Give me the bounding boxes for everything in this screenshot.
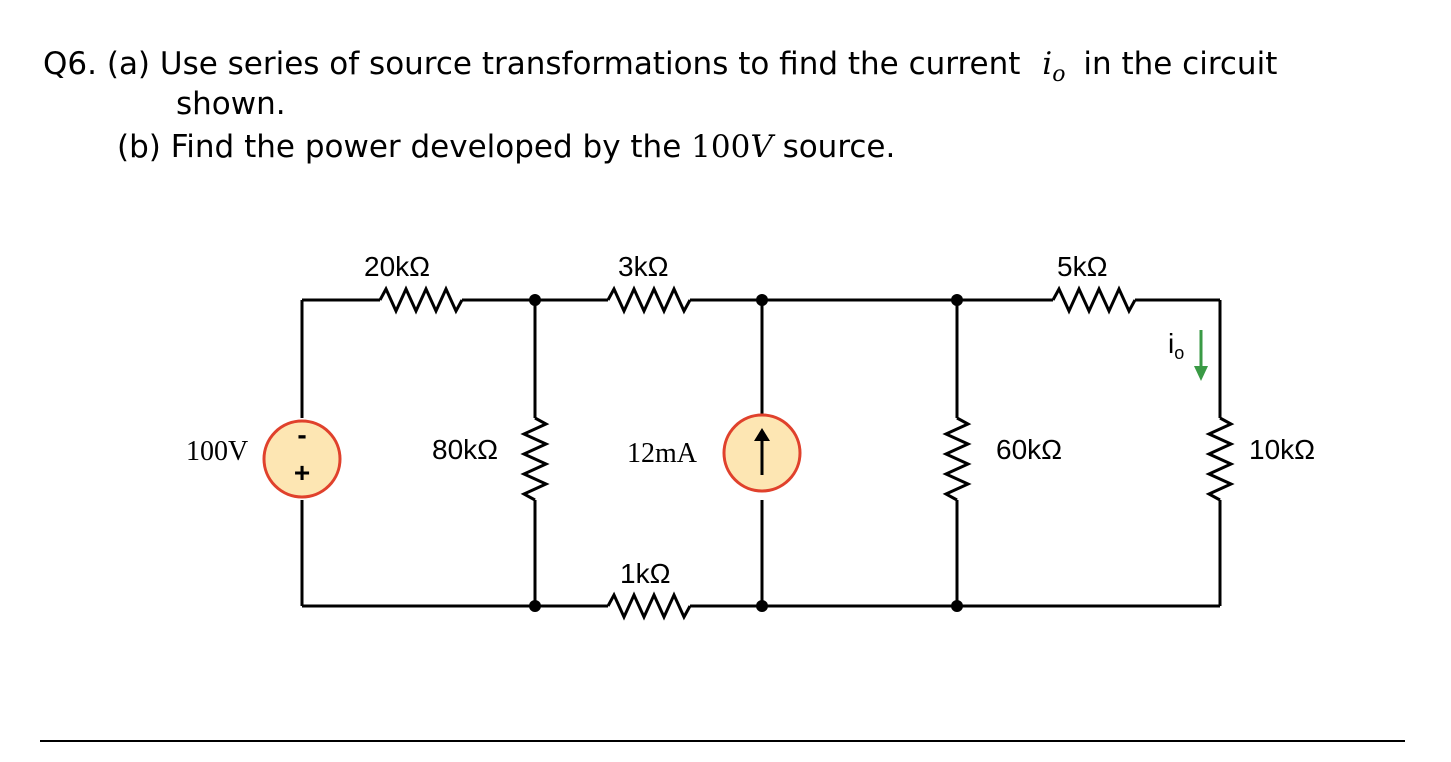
resistor-1k-zigzag [606,591,692,621]
resistor-60k-label: 60kΩ [996,434,1062,465]
part-a-prefix: (a) Use series of source transformations… [106,46,1021,82]
down-arrow-head-icon [1194,366,1208,381]
resistor-20k-label: 20kΩ [364,251,430,282]
voltage-source-plus: + [294,457,310,488]
up-arrow-icon [754,428,770,441]
resistor-5k-label: 5kΩ [1057,251,1108,282]
resistor-1k-label: 1kΩ [620,558,671,589]
voltage-source-label: 100V [186,436,248,467]
junction-dot [529,294,541,306]
part-b-prefix: (b) Find the power developed by the [117,129,682,165]
current-source [722,413,802,493]
junction-dot [951,600,963,612]
voltage-source: - + [262,419,342,499]
io-label: io [1168,328,1184,363]
resistor-20k-zigzag [378,285,464,315]
current-io-indicator: io [1168,328,1208,381]
junction-dot [951,294,963,306]
resistor-10k-zigzag [1205,416,1235,502]
junction-dot [756,294,768,306]
answer-divider-line [40,740,1405,742]
part-a-variable: io [1042,46,1066,88]
voltage-source-circle [262,419,342,499]
junctions [529,294,963,612]
part-a-suffix: in the circuit [1083,46,1278,82]
resistor-80k-zigzag [520,416,550,502]
voltage-source-minus: - [297,419,306,450]
resistor-60k-zigzag [942,416,972,502]
resistor-3k-zigzag [606,285,692,315]
question-line-2: shown. [176,86,286,122]
question-number: Q6. [43,46,97,82]
resistor-3k-label: 3kΩ [618,251,669,282]
junction-dot [756,600,768,612]
current-source-label: 12mA [627,438,698,469]
resistor-10k-label: 10kΩ [1249,434,1315,465]
junction-dot [529,600,541,612]
question-line-1: Q6. (a) Use series of source transformat… [43,46,1277,93]
part-b-suffix: source. [782,129,896,165]
part-a-continuation: shown. [176,86,286,122]
part-b-value: 100V [691,129,773,165]
wires [300,285,1235,621]
resistor-80k-label: 80kΩ [432,434,498,465]
resistor-5k-zigzag [1051,285,1137,315]
question-line-3: (b) Find the power developed by the 100V… [117,129,895,165]
